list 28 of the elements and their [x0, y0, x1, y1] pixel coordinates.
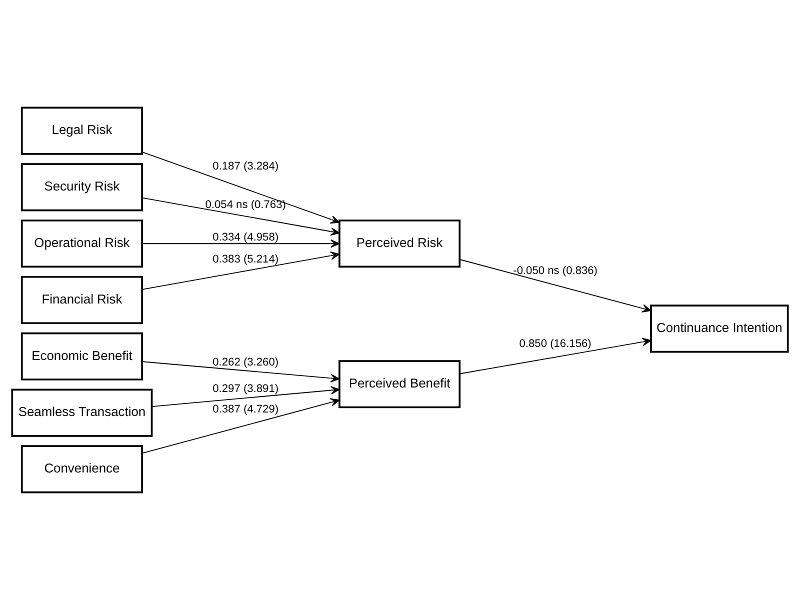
node-box: Legal Risk [20, 106, 143, 155]
edge-label: 0.297 (3.891) [212, 383, 279, 396]
edge-label: 0.850 (16.156) [519, 338, 592, 350]
arrow [142, 252, 340, 290]
edge-label: 0.387 (4.729) [212, 403, 279, 416]
node-box: Financial Risk [20, 276, 143, 324]
node-box: Perceived Risk [338, 220, 461, 268]
edge-label: 0.262 (3.260) [212, 356, 279, 368]
arrow [459, 259, 652, 312]
node-box: Operational Risk [20, 220, 143, 268]
arrow [142, 152, 340, 224]
node-box: Seamless Transaction [11, 388, 153, 437]
arrow [142, 239, 340, 248]
node-box: Perceived Benefit [338, 360, 461, 408]
node-box: Economic Benefit [20, 332, 143, 380]
arrow [151, 386, 340, 407]
node-box: Security Risk [20, 163, 143, 212]
edge-label: 0.383 (5.214) [212, 254, 279, 266]
edge-label: -0.050 ns (0.836) [513, 264, 598, 277]
edge-label: 0.187 (3.284) [212, 160, 279, 172]
edge-label: 0.334 (4.958) [212, 231, 279, 244]
edge-label: 0.054 ns (0.763) [205, 199, 286, 212]
arrow [142, 361, 340, 382]
arrow [142, 398, 340, 454]
node-box: Continuance Intention [650, 304, 789, 353]
arrow [459, 338, 652, 374]
arrow [142, 197, 340, 236]
node-box: Convenience [20, 445, 143, 494]
